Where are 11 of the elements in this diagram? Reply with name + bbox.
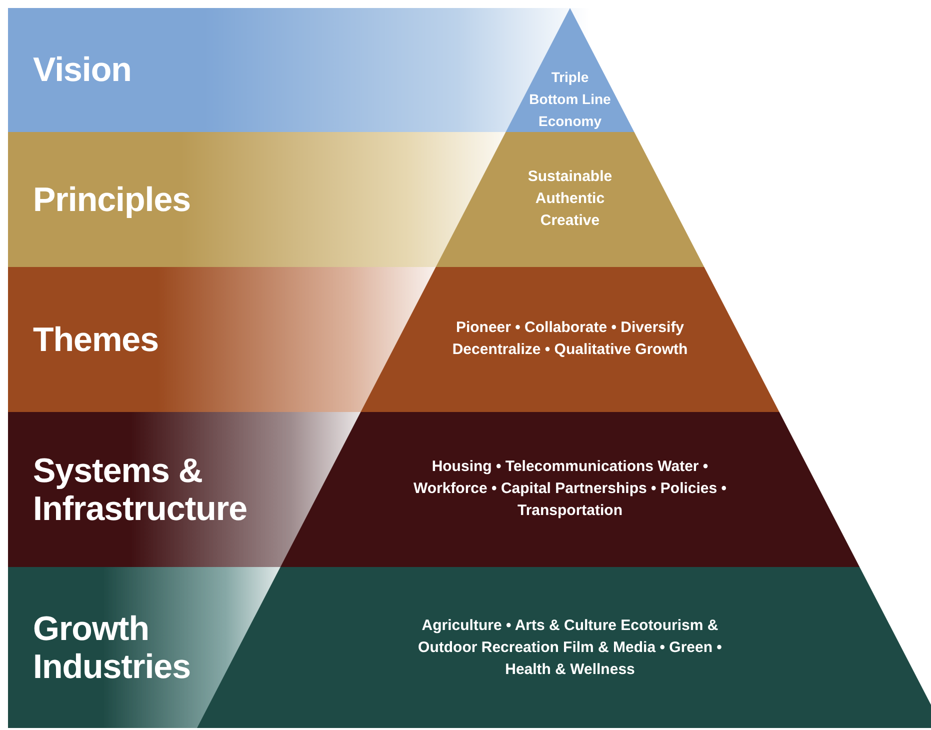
tier-heading: Systems & Infrastructure: [33, 452, 248, 528]
tier-heading: Growth Industries: [33, 610, 192, 686]
tier-description: Triple Bottom Line Economy: [528, 68, 612, 131]
tier-heading: Themes: [33, 320, 160, 358]
tier-description: Pioneer • Collaborate • Diversify Decentralize • Qualitative Growth: [451, 318, 689, 360]
tier-heading: Principles: [33, 180, 192, 218]
tier-description: Agriculture • Arts & Culture Ecotourism & Outdoor Recreation Film & Media • Green • Health & Wellness: [417, 616, 723, 680]
tier-heading: Vision: [33, 51, 132, 89]
pyramid-tier: [8, 567, 931, 728]
tier-description: Sustainable Authentic Creative: [526, 167, 614, 231]
tier-description: Housing • Telecommunications Water • Workforce • Capital Partnerships • Policies • Transportation: [412, 457, 728, 521]
